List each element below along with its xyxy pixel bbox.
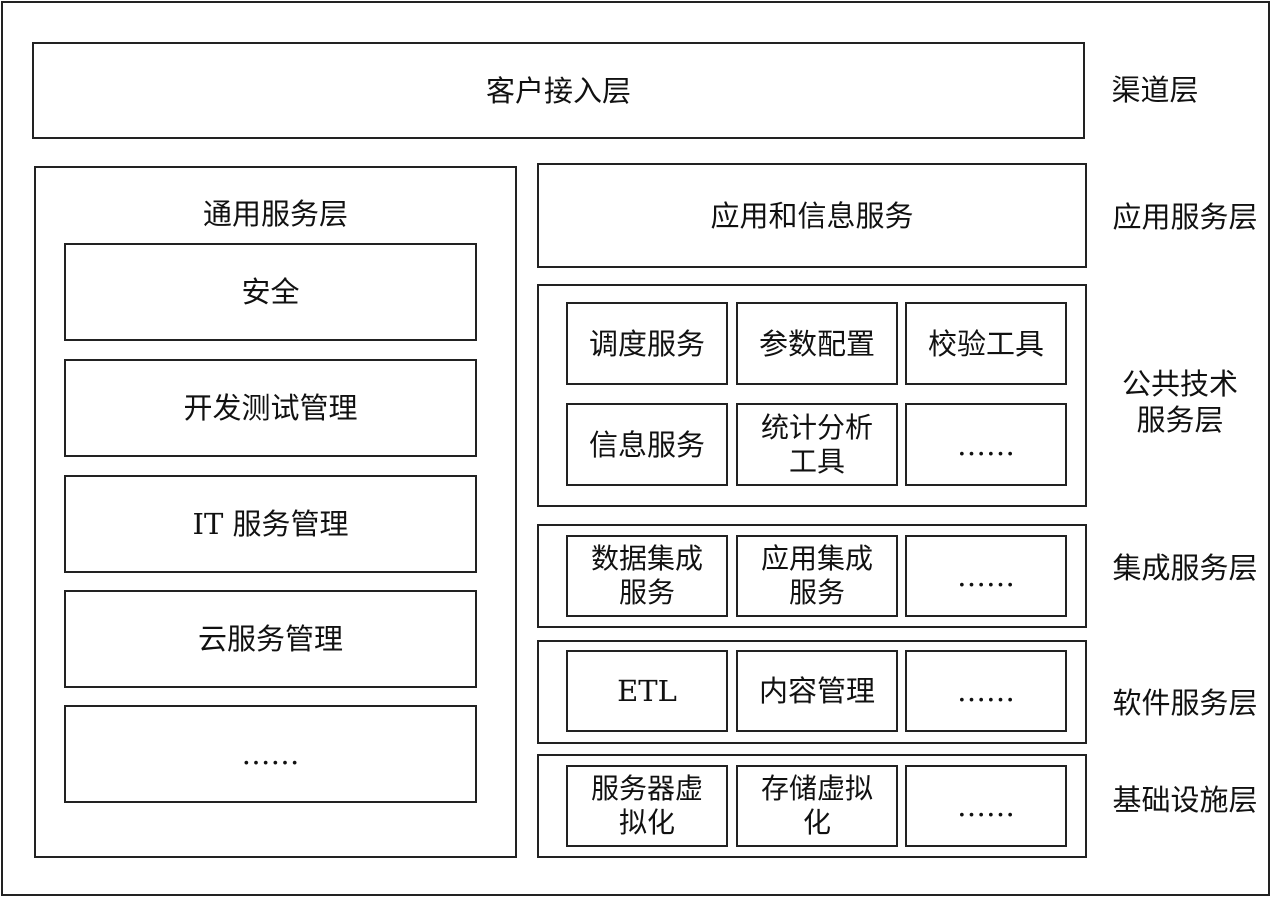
general-item-it-service: IT 服务管理 xyxy=(64,475,477,573)
cell-label: 服务器虚 拟化 xyxy=(590,772,703,839)
cell-info-service: 信息服务 xyxy=(566,403,728,486)
cell-label: 数据集成 服务 xyxy=(590,542,703,609)
cell-app-integration: 应用集成 服务 xyxy=(736,535,898,617)
general-services-title: 通用服务层 xyxy=(202,197,348,231)
general-item-dev-test: 开发测试管理 xyxy=(64,359,477,457)
customer-access-layer-text: 客户接入层 xyxy=(485,73,631,108)
cell-content-management: 内容管理 xyxy=(736,650,898,732)
cell-label: …… xyxy=(957,674,1015,708)
software-layer-label: 软件服务层 xyxy=(1112,686,1258,720)
cell-label: …… xyxy=(957,559,1015,593)
cell-label: …… xyxy=(957,427,1015,462)
general-item-label: 开发测试管理 xyxy=(183,391,358,425)
cell-label: 应用集成 服务 xyxy=(760,542,873,609)
cell-label: 统计分析 工具 xyxy=(760,410,873,478)
cell-validation-tool: 校验工具 xyxy=(905,302,1067,385)
cell-etl: ETL xyxy=(566,650,728,732)
cell-data-integration: 数据集成 服务 xyxy=(566,535,728,617)
cell-label: ETL xyxy=(617,674,677,708)
cell-label: 信息服务 xyxy=(588,427,705,462)
cell-statistics-tool: 统计分析 工具 xyxy=(736,403,898,486)
cell-label: 校验工具 xyxy=(927,326,1044,361)
infrastructure-layer-label: 基础设施层 xyxy=(1112,783,1258,817)
cell-more: …… xyxy=(905,535,1067,617)
app-service-layer-label: 应用服务层 xyxy=(1112,200,1258,234)
integration-layer-label: 集成服务层 xyxy=(1112,551,1258,585)
cell-more: …… xyxy=(905,403,1067,486)
cell-label: 存储虚拟 化 xyxy=(760,772,873,839)
cell-more: …… xyxy=(905,650,1067,732)
general-item-label: 安全 xyxy=(241,275,300,309)
cell-parameter-config: 参数配置 xyxy=(736,302,898,385)
cell-label: 参数配置 xyxy=(758,326,875,361)
cell-more: …… xyxy=(905,765,1067,847)
general-item-cloud-service: 云服务管理 xyxy=(64,590,477,688)
app-info-service-box: 应用和信息服务 xyxy=(537,163,1087,268)
general-item-label: IT 服务管理 xyxy=(192,507,349,541)
cell-label: 内容管理 xyxy=(758,674,875,708)
general-item-security: 安全 xyxy=(64,243,477,341)
cell-scheduling: 调度服务 xyxy=(566,302,728,385)
general-item-more: …… xyxy=(64,705,477,803)
cell-server-virtualization: 服务器虚 拟化 xyxy=(566,765,728,847)
cell-storage-virtualization: 存储虚拟 化 xyxy=(736,765,898,847)
general-item-label: 云服务管理 xyxy=(197,622,343,656)
cell-label: …… xyxy=(957,789,1015,823)
general-item-label: …… xyxy=(241,737,300,771)
app-info-service-text: 应用和信息服务 xyxy=(710,198,914,233)
channel-layer-label: 渠道层 xyxy=(1111,73,1199,107)
customer-access-layer-box: 客户接入层 xyxy=(32,42,1085,139)
cell-label: 调度服务 xyxy=(588,326,705,361)
public-tech-layer-label: 公共技术 服务层 xyxy=(1121,367,1238,437)
